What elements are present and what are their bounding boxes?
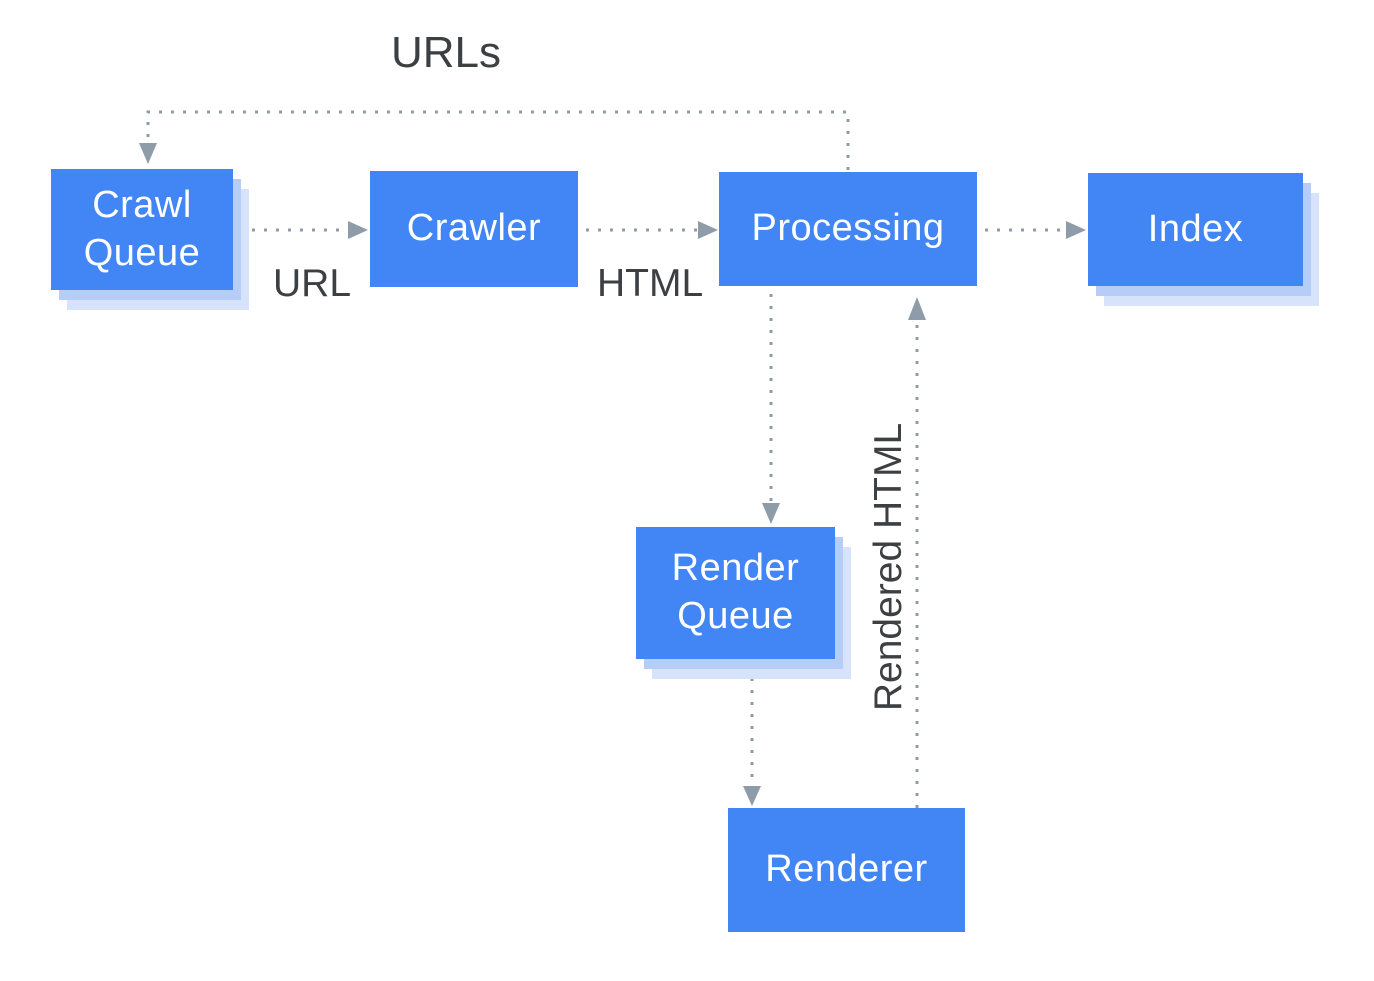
edge-label-urls: URLs <box>391 28 502 77</box>
node-crawl-queue: Crawl Queue <box>51 169 233 290</box>
arrow-processing-to-render-queue <box>762 294 780 524</box>
node-processing: Processing <box>719 172 977 286</box>
edge-label-url: URL <box>273 262 352 305</box>
arrow-processing-to-crawl-queue <box>139 110 850 170</box>
node-crawler-label: Crawler <box>406 207 542 250</box>
arrow-crawl-queue-to-crawler <box>252 221 368 239</box>
node-index-label: Index <box>1147 207 1244 250</box>
node-index: Index <box>1088 173 1303 286</box>
node-renderer: Renderer <box>728 808 965 932</box>
node-render-queue-label: Render Queue <box>671 547 800 637</box>
arrow-renderer-to-processing <box>908 297 926 808</box>
arrow-render-queue-to-renderer <box>743 678 761 806</box>
arrow-processing-to-index <box>985 221 1086 239</box>
node-processing-label: Processing <box>751 207 945 250</box>
arrow-crawler-to-processing <box>586 221 718 239</box>
node-crawl-queue-label: Crawl Queue <box>83 183 201 274</box>
node-render-queue: Render Queue <box>636 527 835 659</box>
node-crawler: Crawler <box>370 171 578 287</box>
edge-label-rendered-html: Rendered HTML <box>867 422 910 712</box>
edge-label-html: HTML <box>597 262 704 305</box>
node-renderer-label: Renderer <box>765 848 928 891</box>
